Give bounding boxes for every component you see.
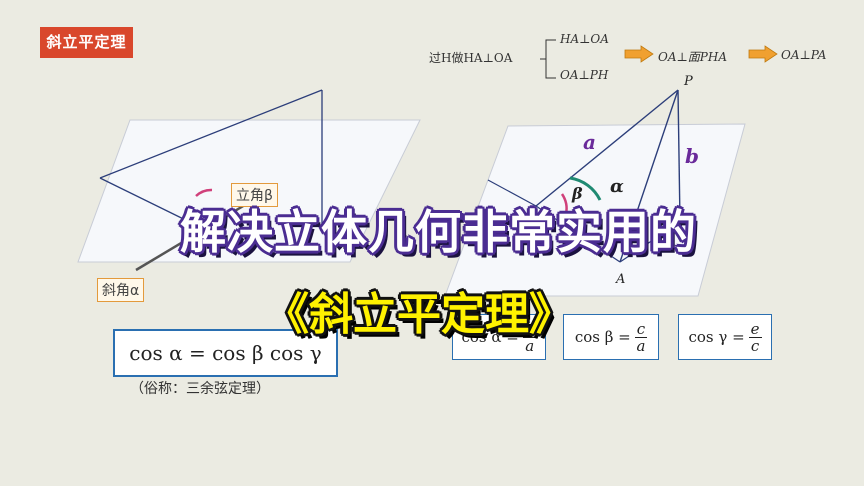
topic-tag: 斜立平定理 [40,27,133,58]
oblique-angle-label: 斜角α [97,278,145,302]
formula-denominator: c [750,336,760,355]
label-a: a [583,130,596,154]
overlay-title-line1: 解决立体几何非常实用的 [180,205,697,259]
label-beta: β [572,184,583,203]
formula-numerator: b [522,319,537,338]
proof-step3: OA⊥PA [781,48,827,62]
formula-lhs: cos β = [574,328,631,346]
overlay-title-line2: 《斜立平定理》 [265,289,573,340]
formula-note: （俗称：三余弦定理） [130,381,270,397]
proof-branch-top: HA⊥OA [560,32,609,46]
formula-lhs: cos γ = [688,328,745,346]
label-alpha: α [610,176,624,197]
formula-fraction: e c [748,319,762,355]
label-A: A [616,272,626,287]
vertical-angle-label: 立角β [231,183,278,207]
main-formula: cos α = cos β cos γ [113,329,338,377]
proof-bracket [540,39,556,79]
right-figure [444,89,746,297]
main-formula-text: cos α = cos β cos γ [129,341,322,365]
formula-lhs: cos α = [461,328,519,346]
formula-denominator: a [525,336,535,355]
formula-cos-beta: cos β = c a [563,314,659,360]
formula-cos-alpha: cos α = b a [452,314,546,360]
proof-branch-bottom: OA⊥PH [560,68,609,82]
formula-fraction: c a [634,319,648,355]
label-P: P [684,74,693,89]
proof-step2: OA⊥面PHA [658,50,727,64]
arrow-icon [748,45,778,63]
label-b: b [685,144,699,168]
formula-fraction: b a [522,319,537,355]
proof-premise: 过H做HA⊥OA [429,51,513,65]
formula-numerator: e [748,319,762,338]
arrow-icon [624,45,654,63]
formula-numerator: c [634,319,648,338]
formula-denominator: a [636,336,646,355]
formula-cos-gamma: cos γ = e c [678,314,772,360]
